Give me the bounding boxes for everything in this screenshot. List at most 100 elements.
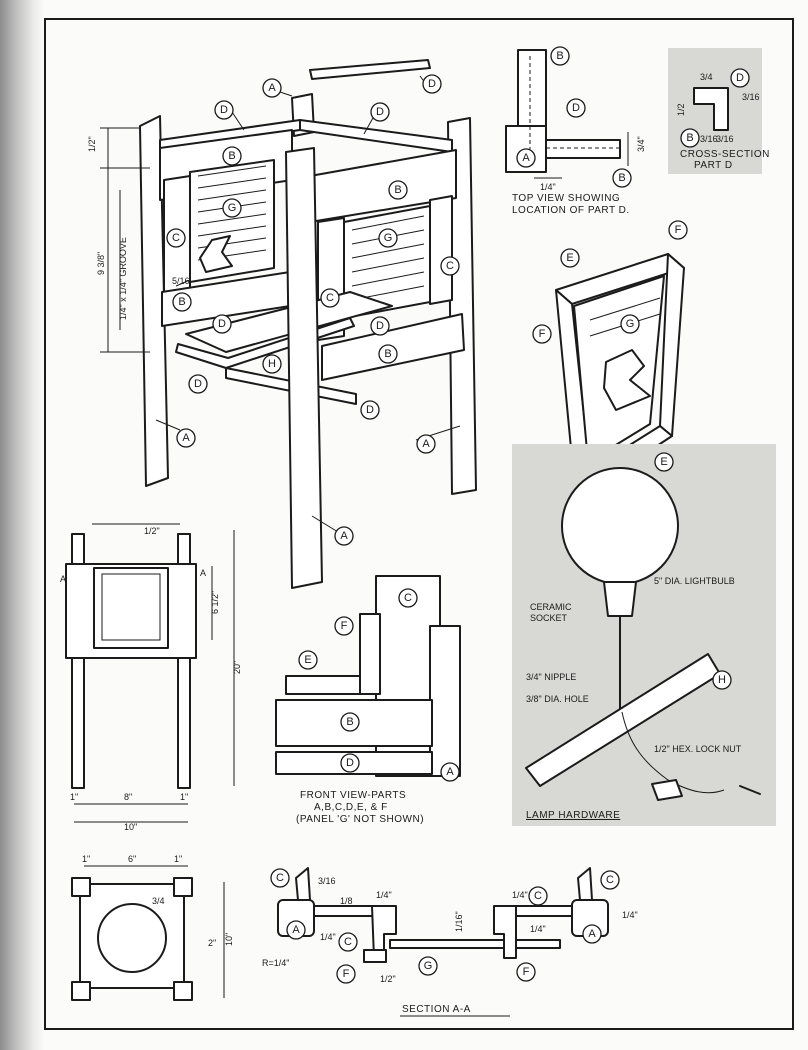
- lightbulb-icon: [561, 467, 679, 585]
- socket-icon: [603, 581, 637, 617]
- callout-sec-c-mid-left: C: [344, 936, 352, 948]
- section-dim-i: 1/4": [622, 910, 638, 920]
- section-mark-right: A: [200, 568, 206, 578]
- callout-sec-c-left: C: [276, 872, 284, 884]
- callout-iso-a-right: A: [422, 438, 430, 450]
- cross-dim-bottom-a: 3/16: [700, 134, 718, 144]
- front-inner-dim: 8": [124, 792, 132, 802]
- groove-height-dim: 9 3/8": [96, 252, 106, 275]
- callout-frame-g: G: [626, 318, 635, 330]
- callout-top-b2: B: [618, 172, 625, 184]
- plan-leg-right-dim: 1": [174, 854, 182, 864]
- callout-iso-c-left: C: [172, 232, 180, 244]
- front-leg-left-dim: 1": [70, 792, 78, 802]
- section-dim-b: 1/8: [340, 896, 353, 906]
- hole-label: 3/8" DIA. HOLE: [526, 694, 589, 704]
- cross-caption-2: PART D: [694, 160, 733, 171]
- callout-top-d: D: [572, 102, 580, 114]
- callout-front-a: A: [446, 766, 454, 778]
- callout-iso-b-top-right: B: [394, 184, 401, 196]
- callout-iso-c-right: C: [446, 260, 454, 272]
- callout-iso-h: H: [268, 358, 276, 370]
- section-dim-d: 1/4": [320, 932, 336, 942]
- callout-iso-g-right: G: [384, 232, 393, 244]
- top-view-width: 3/4": [636, 136, 646, 152]
- callout-iso-d-shelf-left: D: [194, 378, 202, 390]
- callout-top-a: A: [522, 152, 530, 164]
- top-view-caption-2: LOCATION OF PART D.: [512, 205, 630, 216]
- plan-leg-left-dim: 1": [82, 854, 90, 864]
- book-binding-shadow: [0, 0, 44, 1050]
- front-top-dim: 1/2": [144, 526, 160, 536]
- callout-front-b: B: [346, 716, 353, 728]
- plan-inner-dim: 6": [128, 854, 136, 864]
- callout-iso-g-left: G: [228, 202, 237, 214]
- top-view-depth: 1/4": [540, 182, 556, 192]
- plan-side-dim: 2": [208, 938, 216, 948]
- top-view-caption-1: TOP VIEW SHOWING: [512, 193, 620, 204]
- cross-dim-right: 3/16: [742, 92, 760, 102]
- callout-frame-e-bottom: E: [660, 456, 667, 468]
- callout-front-c: C: [404, 592, 412, 604]
- drawing-border: [44, 18, 794, 1030]
- callout-sec-c-mid-right: C: [534, 890, 542, 902]
- cross-section-detail: 3/4 3/16 1/2 3/16 3/16 CROSS-SECTION PAR…: [668, 48, 770, 174]
- callout-iso-d-inner-right: D: [376, 320, 384, 332]
- front-panel-dim: 6 1/2": [210, 591, 220, 614]
- callout-sec-a-left: A: [292, 924, 300, 936]
- callout-front-e: E: [304, 654, 311, 666]
- callout-top-b: B: [556, 50, 563, 62]
- cross-dim-left: 1/2: [676, 103, 686, 116]
- callout-cross-b: B: [686, 132, 693, 144]
- callout-sec-f-left: F: [343, 968, 350, 980]
- front-leg-right-dim: 1": [180, 792, 188, 802]
- nipple-label: 3/4" NIPPLE: [526, 672, 576, 682]
- socket-label-1: CERAMIC: [530, 602, 572, 612]
- front-height-dim: 20": [232, 661, 242, 674]
- callout-lamp-h: H: [718, 674, 726, 686]
- front-elevation: A A 1/2" 6 1/2" 20" 1" 8" 1" 10": [60, 523, 242, 832]
- callout-iso-d-shelf-right: D: [366, 404, 374, 416]
- cross-dim-bottom-b: 3/16: [716, 134, 734, 144]
- bulb-label: 5" DIA. LIGHTBULB: [654, 576, 735, 586]
- section-dim-a: 3/16: [318, 876, 336, 886]
- front-parts-caption-2: A,B,C,D,E, & F: [314, 802, 388, 813]
- callout-iso-a-front: A: [340, 530, 348, 542]
- plan-total-dim: 10": [224, 933, 234, 946]
- section-caption: SECTION A-A: [402, 1004, 471, 1015]
- callout-frame-e-top: E: [566, 252, 573, 264]
- part-callouts: A D D D B B G G C C C B D D B H D D A A …: [166, 46, 750, 984]
- cross-caption-1: CROSS-SECTION: [680, 149, 770, 160]
- callout-iso-b-bottom-right: B: [384, 348, 391, 360]
- plug-icon: [651, 779, 683, 801]
- front-parts-caption-3: (PANEL 'G' NOT SHOWN): [296, 814, 424, 825]
- callout-front-d: D: [346, 757, 354, 769]
- front-total-dim: 10": [124, 822, 137, 832]
- lamp-hardware-detail: 5" DIA. LIGHTBULB CERAMIC SOCKET 3/4" NI…: [512, 444, 776, 826]
- section-radius-dim: R=1/4": [262, 958, 289, 968]
- callout-iso-b-bottom-left: B: [178, 296, 185, 308]
- callout-iso-d-inner-left: D: [218, 318, 226, 330]
- section-dim-f: 1/4": [512, 890, 528, 900]
- section-dim-e: 1/2": [380, 974, 396, 984]
- callout-frame-f-right: F: [675, 224, 682, 236]
- callout-iso-d-strip: D: [428, 78, 436, 90]
- front-parts-caption-1: FRONT VIEW-PARTS: [300, 790, 406, 801]
- section-dim-c: 1/4": [376, 890, 392, 900]
- groove-dim: 1/4" x 1/4" GROOVE: [118, 237, 128, 320]
- callout-cross-d: D: [736, 72, 744, 84]
- callout-sec-f-right: F: [523, 966, 530, 978]
- socket-label-2: SOCKET: [530, 613, 568, 623]
- callout-frame-f-left: F: [539, 328, 546, 340]
- callout-front-f: F: [341, 620, 348, 632]
- callout-iso-a-top: A: [268, 82, 276, 94]
- section-mark: A: [60, 574, 66, 584]
- callout-iso-b-top-left: B: [228, 150, 235, 162]
- callout-iso-d-right: D: [376, 106, 384, 118]
- callout-iso-c-front: C: [326, 292, 334, 304]
- groove-offset-dim: 5/16: [172, 276, 190, 286]
- iso-callouts: [155, 75, 461, 533]
- section-a-a: R=1/4" 3/16 1/8 1/4" 1/4" 1/2" 1/4" 1/16…: [262, 867, 638, 1017]
- cross-dim-top: 3/4: [700, 72, 713, 82]
